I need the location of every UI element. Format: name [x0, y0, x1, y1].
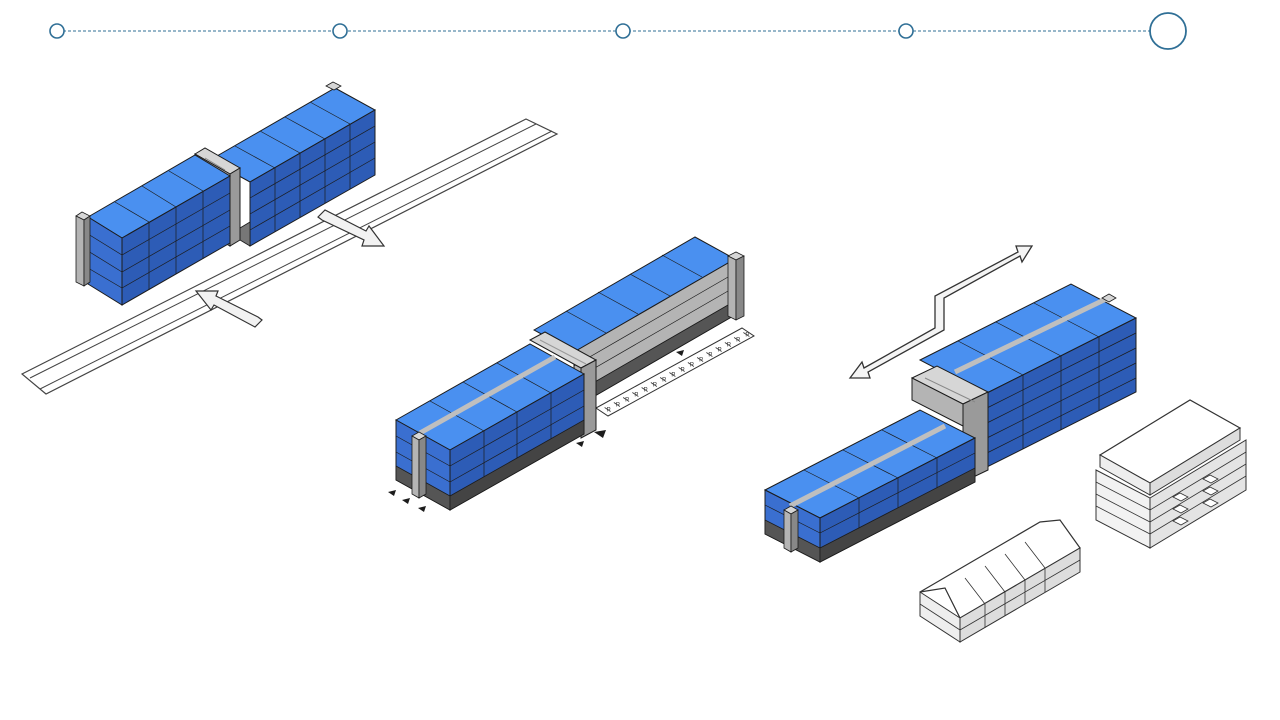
parking-stall-line [743, 332, 750, 337]
parking-stall-line [715, 347, 722, 352]
parking-stall-line [706, 352, 713, 357]
timeline-step-3[interactable] [615, 23, 631, 39]
building-block-rear [208, 87, 377, 247]
stair-core [411, 431, 427, 499]
building-block-front [87, 154, 231, 306]
road [20, 118, 559, 395]
timeline-step-5-active[interactable] [1149, 12, 1187, 50]
parking-stall-line [659, 377, 667, 382]
parking-sign: P [681, 368, 685, 374]
parking-stall-line [733, 337, 741, 342]
parking-sign: P [699, 358, 703, 364]
building-block-rear [918, 283, 1138, 469]
parking-sign: P [708, 353, 712, 359]
parking-sign: P [662, 378, 666, 384]
building-block-rear [532, 236, 745, 409]
parking-sign: P [690, 363, 694, 369]
parking-stall-line [632, 392, 639, 397]
stair-core [325, 81, 342, 91]
parking-stall-line [613, 402, 621, 407]
parking-stall-line [650, 382, 658, 387]
parking-stall-line [641, 387, 648, 392]
parking-sign: P [644, 388, 648, 394]
parking-stall-line [678, 367, 685, 372]
parking-stall-line [669, 372, 676, 377]
parking-sign: P [671, 373, 675, 379]
parking-sign: P [718, 348, 722, 354]
parking-sign: P [607, 408, 611, 414]
traffic-arrow-icon [194, 290, 263, 328]
timeline-step-4[interactable] [898, 23, 914, 39]
stair-core [783, 505, 799, 553]
flow-arrow-icon [848, 245, 1034, 379]
timeline-step-1[interactable] [49, 23, 65, 39]
timeline-step-2[interactable] [332, 23, 348, 39]
parking-stall-line [687, 362, 695, 367]
tree-icon [388, 350, 684, 512]
parking-sign: P [653, 383, 657, 389]
parking-stall-line [622, 397, 630, 402]
parking-stall-line [724, 342, 732, 347]
traffic-arrow-icon [317, 209, 386, 247]
parking-sign: P [745, 333, 749, 339]
existing-building-stacked [1095, 399, 1247, 549]
scene-3 [763, 245, 1247, 643]
parking-sign: P [634, 393, 638, 399]
parking-sign: P [625, 398, 629, 404]
parking-stall-line [696, 357, 704, 362]
timeline [49, 12, 1187, 50]
existing-building-gabled [919, 519, 1081, 643]
scene-1 [20, 81, 559, 395]
parking-sign: P [736, 338, 740, 344]
stair-core [75, 211, 91, 287]
parking-sign: P [616, 403, 620, 409]
building-block-front [763, 409, 977, 563]
parking-stall-line [604, 407, 611, 412]
parking-sign: P [727, 343, 731, 349]
